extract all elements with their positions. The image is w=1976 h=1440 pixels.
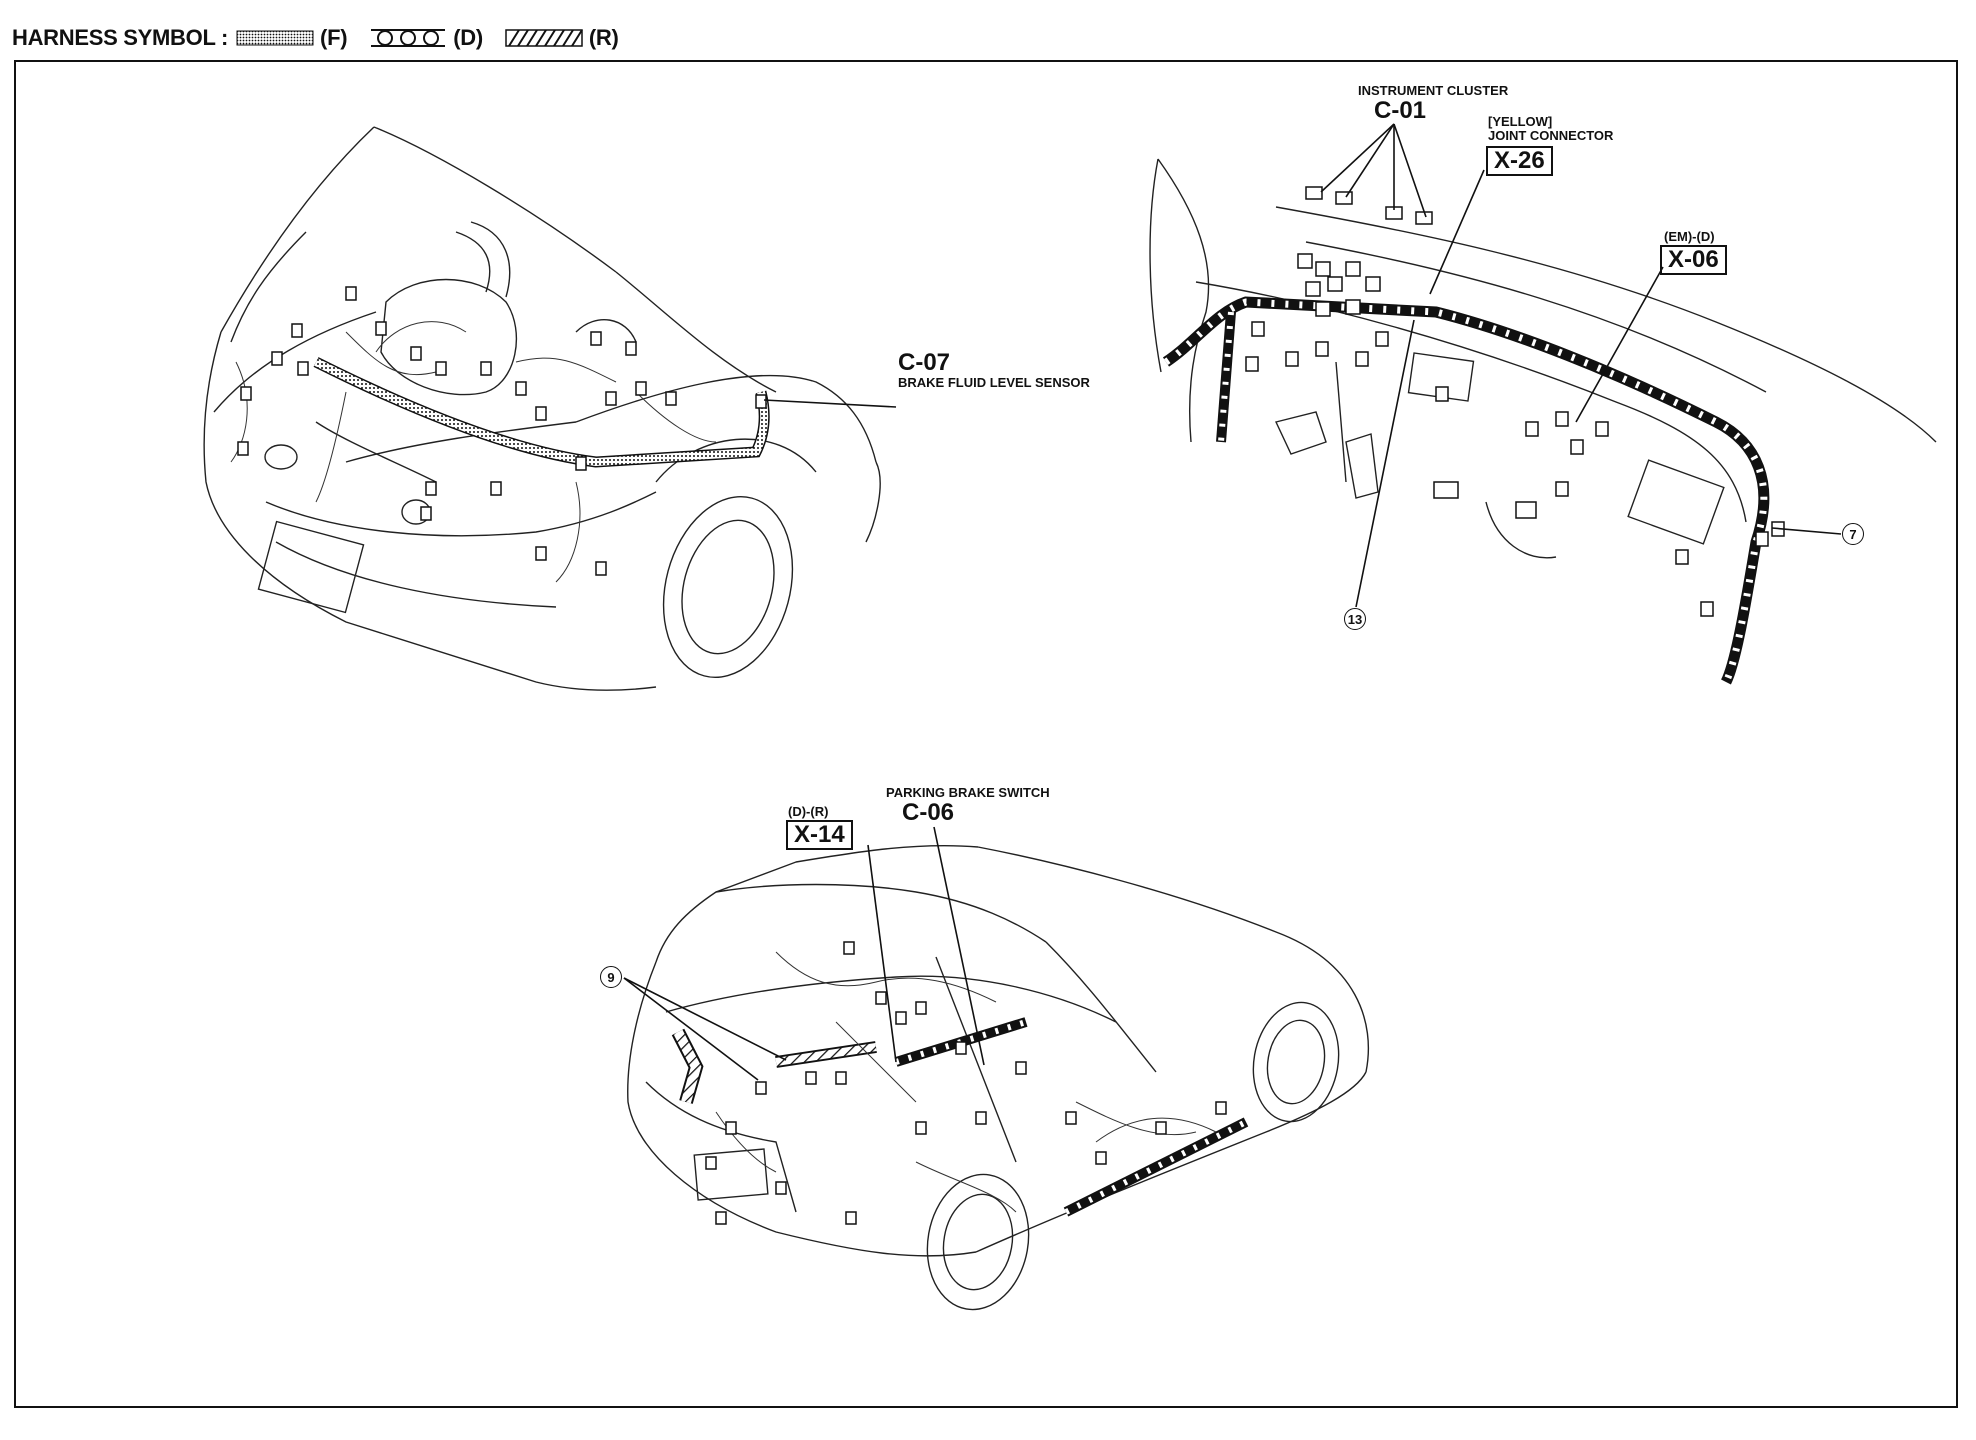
legend-f-code: (F)	[320, 25, 348, 50]
callout-13: 13	[1344, 608, 1366, 630]
c01-name: INSTRUMENT CLUSTER	[1358, 83, 1509, 98]
legend-title: HARNESS SYMBOL :	[12, 25, 229, 50]
front-harness-symbol	[236, 30, 314, 46]
legend-r-code: (R)	[588, 25, 619, 50]
x14-code: X-14	[786, 820, 853, 850]
c01-code: C-01	[1374, 97, 1427, 124]
x06-code: X-06	[1660, 245, 1727, 275]
c06-name: PARKING BRAKE SWITCH	[886, 785, 1050, 800]
harness-symbol-legend: HARNESS SYMBOL : (F) (D) (R)	[12, 22, 619, 54]
c06-code: C-06	[902, 799, 955, 826]
x26-name: JOINT CONNECTOR	[1488, 128, 1614, 143]
dashboard-illustration	[1149, 123, 1937, 685]
rear-harness-symbol	[505, 29, 583, 47]
rear-body-illustration	[623, 826, 1370, 1311]
wiring-diagram	[203, 123, 1937, 1311]
x26-code: X-26	[1486, 146, 1553, 176]
diagram-frame: C-07 BRAKE FLUID LEVEL SENSOR INSTRUMENT…	[14, 60, 1958, 1408]
c07-name: BRAKE FLUID LEVEL SENSOR	[898, 375, 1090, 390]
x14-harness: (D)-(R)	[788, 804, 829, 819]
dashboard-harness-symbol	[371, 29, 446, 47]
x06-harness: (EM)-(D)	[1664, 229, 1715, 244]
callout-9: 9	[600, 966, 622, 988]
legend-d-code: (D)	[453, 25, 483, 50]
x26-color: [YELLOW]	[1488, 114, 1553, 129]
c07-code: C-07	[898, 349, 951, 376]
front-engine-bay-illustration	[203, 126, 897, 691]
callout-7: 7	[1842, 523, 1864, 545]
